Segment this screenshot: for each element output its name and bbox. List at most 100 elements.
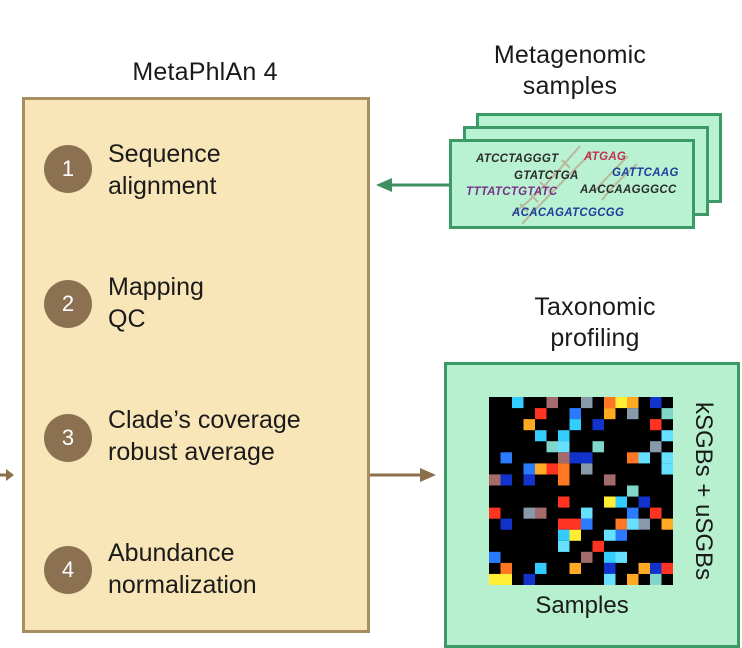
heatmap-cell — [569, 452, 581, 464]
heatmap-cell — [592, 540, 604, 552]
heatmap-cell — [558, 452, 570, 464]
heatmap-cell — [546, 397, 558, 409]
heatmap-cell — [500, 518, 512, 530]
heatmap-cell — [650, 507, 662, 519]
heatmap-cell — [535, 408, 547, 420]
heatmap-cell — [558, 474, 570, 486]
sequence-text: ACACAGATCGCGG — [512, 207, 625, 219]
heatmap-cell — [615, 551, 627, 563]
sample-card-front: ATCCTAGGGT ATGAG GTATCTGA GATTCAAG TTTAT… — [449, 139, 695, 229]
samples-title: Metagenomic samples — [493, 41, 647, 100]
heatmap-cell — [627, 452, 639, 464]
heatmap-cell — [661, 430, 673, 442]
heatmap-cell — [650, 562, 662, 574]
heatmap-cell — [500, 474, 512, 486]
heatmap-cell — [558, 441, 570, 453]
heatmap-cell — [500, 452, 512, 464]
heatmap-cell — [604, 529, 616, 541]
heatmap-cell — [638, 562, 650, 574]
heatmap-cell — [650, 419, 662, 431]
sequence-text: GTATCTGA — [514, 170, 579, 182]
step-1-circle: 1 — [44, 145, 92, 193]
heatmap-cell — [661, 408, 673, 420]
heatmap-cell — [558, 463, 570, 475]
heatmap-cell — [638, 496, 650, 508]
step-3-circle: 3 — [44, 414, 92, 462]
heatmap-cell — [604, 573, 616, 585]
heatmap-cell — [569, 562, 581, 574]
heatmap-cell — [558, 430, 570, 442]
heatmap-cell — [523, 507, 535, 519]
heatmap-cell — [489, 507, 501, 519]
heatmap-cell — [650, 397, 662, 409]
heatmap-cell — [535, 507, 547, 519]
heatmap-cell — [558, 529, 570, 541]
heatmap-cell — [638, 518, 650, 530]
heatmap-cell — [546, 441, 558, 453]
sequence-text: ATCCTAGGGT — [476, 153, 559, 165]
heatmap-cell — [615, 529, 627, 541]
heatmap-cell — [627, 518, 639, 530]
pipeline-title: MetaPhlAn 4 — [132, 58, 278, 86]
step-2-circle: 2 — [44, 280, 92, 328]
heatmap-cell — [535, 463, 547, 475]
heatmap-cell — [558, 496, 570, 508]
heatmap-cell — [558, 540, 570, 552]
heatmap-cell — [604, 474, 616, 486]
step-4-circle: 4 — [44, 546, 92, 594]
heatmap-cell — [569, 518, 581, 530]
heatmap-cell — [500, 562, 512, 574]
heatmap-cell — [627, 408, 639, 420]
heatmap-cell — [615, 496, 627, 508]
heatmap-cell — [615, 518, 627, 530]
heatmap-cell — [523, 474, 535, 486]
dna-helix-icon — [511, 145, 638, 225]
heatmap-cell — [535, 562, 547, 574]
heatmap-cell — [558, 518, 570, 530]
heatmap-y-axis-label: kSGBs + uSGBs — [690, 401, 717, 581]
heatmap-cell — [523, 419, 535, 431]
profiling-title: Taxonomic profiling — [534, 293, 656, 352]
pipeline-box: 1 Sequence alignment 2 Mapping QC 3 Clad… — [22, 97, 370, 633]
heatmap-cell — [604, 551, 616, 563]
step-1-label: Sequence alignment — [108, 140, 221, 200]
sequence-text: AACCAAGGGCC — [580, 184, 677, 196]
step-4-label: Abundance normalization — [108, 539, 257, 599]
heatmap-cell — [512, 397, 524, 409]
heatmap-cell — [489, 573, 512, 585]
heatmap-cell — [615, 397, 627, 409]
sequence-text: ATGAG — [584, 151, 627, 163]
heatmap-cell — [627, 397, 639, 409]
heatmap-cell — [569, 419, 581, 431]
heatmap-x-axis-label: Samples — [535, 592, 629, 619]
heatmap-cell — [581, 518, 593, 530]
heatmap-cell — [581, 551, 593, 563]
heatmap-cell — [523, 573, 535, 585]
heatmap-cell — [661, 562, 673, 574]
sequence-text: TTTATCTGTATC — [466, 186, 558, 198]
heatmap-cell — [581, 452, 593, 464]
heatmap-cell — [581, 463, 593, 475]
heatmap-cell — [661, 518, 673, 530]
heatmap-cell — [627, 485, 639, 497]
heatmap-cell — [546, 463, 558, 475]
heatmap-cell — [627, 573, 639, 585]
sequence-text: GATTCAAG — [612, 167, 679, 179]
heatmap-cell — [581, 397, 593, 409]
heatmap-cell — [650, 573, 662, 585]
heatmap-cell — [489, 474, 501, 486]
heatmap-cell — [638, 452, 650, 464]
heatmap-cell — [581, 507, 593, 519]
heatmap-cell — [650, 441, 662, 453]
heatmap-cell — [604, 562, 616, 574]
heatmap-cell — [535, 430, 547, 442]
heatmap-cell — [604, 408, 616, 420]
heatmap-cell — [661, 452, 673, 464]
heatmap-cell — [523, 463, 535, 475]
step-3-label: Clade’s coverage robust average — [108, 406, 301, 466]
brown-arrow-to-profiling — [370, 468, 436, 482]
heatmap-cell — [569, 408, 581, 420]
heatmap-cell — [604, 397, 616, 409]
step-2-label: Mapping QC — [108, 273, 204, 333]
